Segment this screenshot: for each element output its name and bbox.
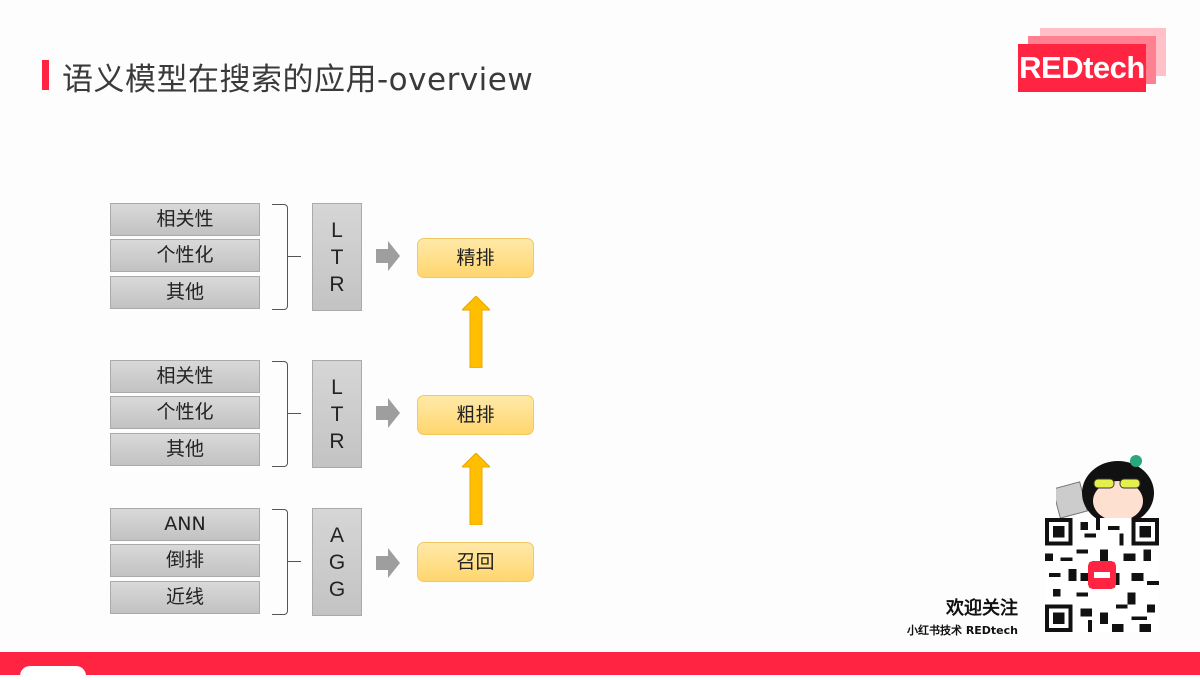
- footer-tab: [20, 666, 86, 680]
- feature-personalization: 个性化: [110, 239, 260, 272]
- right-arrow-icon: [376, 241, 400, 271]
- up-arrow-icon: [462, 296, 490, 368]
- brace: [272, 509, 288, 615]
- mascot-icon: [1056, 455, 1154, 525]
- title-accent-bar: [42, 60, 49, 90]
- feature-other: 其他: [110, 276, 260, 309]
- page-title: 语义模型在搜索的应用-overview: [62, 62, 534, 98]
- stage-recall: 召回: [417, 542, 534, 582]
- brace: [272, 204, 288, 310]
- feature-personalization: 个性化: [110, 396, 260, 429]
- stage-coarse-ranking: 粗排: [417, 395, 534, 435]
- brace: [272, 361, 288, 467]
- source-inverted-index: 倒排: [110, 544, 260, 577]
- source-nearline: 近线: [110, 581, 260, 614]
- right-arrow-icon: [376, 398, 400, 428]
- source-ann: ANN: [110, 508, 260, 541]
- feature-relevance: 相关性: [110, 360, 260, 393]
- redtech-logo: REDtech: [1018, 28, 1168, 92]
- feature-other: 其他: [110, 433, 260, 466]
- follow-caption: 欢迎关注 小红书技术 REDtech: [906, 598, 1018, 637]
- footer-bar: [0, 652, 1200, 675]
- up-arrow-icon: [462, 453, 490, 525]
- feature-relevance: 相关性: [110, 203, 260, 236]
- stage-fine-ranking: 精排: [417, 238, 534, 278]
- right-arrow-icon: [376, 548, 400, 578]
- qr-code: [1045, 518, 1159, 632]
